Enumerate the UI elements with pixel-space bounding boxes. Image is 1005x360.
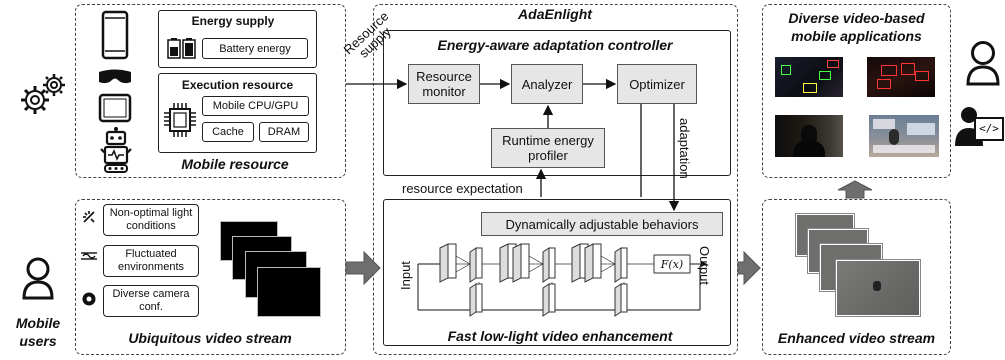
adaenlight-panel (373, 4, 738, 355)
optimizer-box: Optimizer (617, 64, 697, 104)
enhancement-title: Fast low-light video enhancement (447, 328, 673, 344)
resource-expectation-label: resource expectation (402, 181, 523, 196)
developer-icon (955, 107, 1004, 146)
dark-frame-4 (257, 267, 321, 317)
condition-light: Non-optimal light conditions (103, 204, 199, 236)
chip-icon (164, 103, 196, 137)
light-off-icon (83, 211, 95, 223)
video-stream-title: Ubiquitous video stream (128, 330, 292, 346)
tablet-icon (98, 93, 132, 123)
app-thumb-detection (775, 57, 843, 97)
adaenlight-title: AdaEnlight (518, 6, 592, 22)
dram-label: DRAM (259, 122, 309, 142)
vr-headset-icon (99, 69, 131, 84)
smartphone-icon (101, 10, 129, 60)
enhanced-frame-4 (836, 260, 920, 316)
fluctuation-icon (81, 252, 97, 260)
app-thumb-ar (869, 115, 939, 157)
mobile-resource-title: Mobile resource (181, 156, 289, 172)
code-icon-text: </> (979, 121, 999, 135)
condition-environment: Fluctuated environments (103, 245, 199, 277)
fx-label: F(x) (660, 257, 684, 271)
behaviors-box: Dynamically adjustable behaviors (481, 212, 723, 236)
controller-box (383, 30, 731, 176)
gears-icon (21, 74, 65, 114)
camera-icon (82, 292, 96, 306)
apps-title: Diverse video-based mobile applications (788, 10, 925, 44)
mobile-resource-panel (75, 4, 346, 178)
enhanced-title: Enhanced video stream (777, 330, 936, 346)
controller-title: Energy-aware adaptation controller (437, 37, 673, 53)
network-diagram (417, 243, 707, 317)
resource-monitor-box: Resource monitor (408, 64, 480, 104)
condition-camera: Diverse camera conf. (103, 285, 199, 317)
robot-icon (100, 127, 132, 173)
enhanced-panel (762, 199, 951, 355)
app-thumb-videocall (775, 115, 843, 157)
cpu-gpu-label: Mobile CPU/GPU (202, 96, 309, 116)
energy-profiler-box: Runtime energy profiler (491, 128, 605, 168)
app-thumb-street (867, 57, 935, 97)
energy-supply-title: Energy supply (191, 14, 275, 28)
apps-panel (762, 4, 951, 178)
battery-icon (167, 38, 196, 59)
mobile-users-label: Mobile users (15, 315, 61, 349)
user-icon (22, 257, 54, 300)
battery-energy-label: Battery energy (202, 38, 308, 59)
analyzer-box: Analyzer (511, 64, 583, 104)
user-icon-right (966, 41, 1000, 86)
video-stream-panel (75, 199, 346, 355)
cache-label: Cache (202, 122, 254, 142)
enhancement-box (383, 199, 731, 346)
execution-resource-title: Execution resource (181, 78, 294, 92)
